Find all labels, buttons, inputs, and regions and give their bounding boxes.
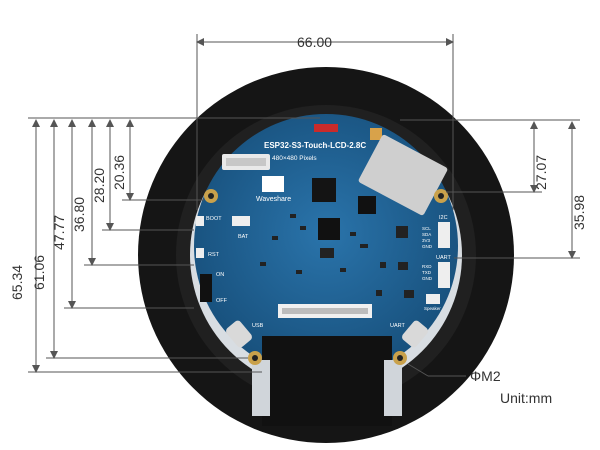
on-label: ON xyxy=(216,272,224,278)
small-ic xyxy=(396,226,408,238)
dimension-lines xyxy=(28,34,580,377)
gnd2-label: GND xyxy=(422,276,433,281)
usb-port xyxy=(226,320,252,348)
speaker-label: Speaker xyxy=(424,306,441,311)
ic-chip xyxy=(358,196,376,214)
dim-left-61-06: 61.06 xyxy=(31,255,47,290)
speaker-connector xyxy=(426,294,440,304)
board-resolution: 480×480 Pixels xyxy=(272,155,317,162)
power-switch xyxy=(200,274,212,302)
uart-header xyxy=(438,262,450,288)
top-led-strip xyxy=(314,124,338,132)
bat-label: BAT xyxy=(238,234,249,240)
uart-label: UART xyxy=(390,323,406,329)
3v3-label: 3V3 xyxy=(422,238,431,243)
top-fpc-slot xyxy=(226,158,266,166)
cable-frame-left xyxy=(252,360,270,416)
esp32-chip xyxy=(312,178,336,202)
bottom-connector-slot xyxy=(282,308,368,314)
i2c-label: I2C xyxy=(439,215,448,221)
dim-left-36-80: 36.80 xyxy=(71,197,87,232)
board-name: ESP32-S3-Touch-LCD-2.8C xyxy=(264,141,366,150)
scl-label: SCL xyxy=(422,226,431,231)
i2c-header xyxy=(438,222,450,248)
dim-right-35-98: 35.98 xyxy=(571,195,587,230)
unit-label: Unit:mm xyxy=(500,390,552,406)
dim-right-27-07: 27.07 xyxy=(533,155,549,190)
hole-size-label: ΦM2 xyxy=(470,368,501,384)
waveshare-logo-icon xyxy=(262,176,284,192)
antenna-connector xyxy=(370,128,382,140)
txd-label: TXD xyxy=(422,270,432,275)
mounting-holes xyxy=(204,189,448,365)
boot-button xyxy=(196,216,204,226)
gnd-label: GND xyxy=(422,244,433,249)
battery-connector xyxy=(232,216,250,226)
dim-left-65-34: 65.34 xyxy=(9,265,25,300)
dim-left-47-77: 47.77 xyxy=(51,215,67,250)
pmic-chip xyxy=(320,248,334,258)
dim-width-66: 66.00 xyxy=(297,34,332,50)
smd-components xyxy=(260,214,414,298)
brand-text: Waveshare xyxy=(256,196,291,203)
off-label: OFF xyxy=(216,298,228,304)
reset-button xyxy=(196,248,204,258)
uart-port xyxy=(402,320,428,348)
rst-label: RST xyxy=(208,252,220,258)
waveshare-logo: Waveshare xyxy=(256,176,291,203)
dim-left-28-20: 28.20 xyxy=(91,168,107,203)
usb-label: USB xyxy=(252,323,264,329)
dim-left-20-36: 20.36 xyxy=(111,155,127,190)
sd-card-slot xyxy=(358,134,448,216)
fpc-cable xyxy=(262,336,392,426)
uart-header-label: UART xyxy=(436,255,452,261)
boot-label: BOOT xyxy=(206,216,222,222)
sda-label: SDA xyxy=(422,232,431,237)
flash-chip xyxy=(318,218,340,240)
cable-frame-right xyxy=(384,360,402,416)
rxd-label: RXD xyxy=(422,264,432,269)
